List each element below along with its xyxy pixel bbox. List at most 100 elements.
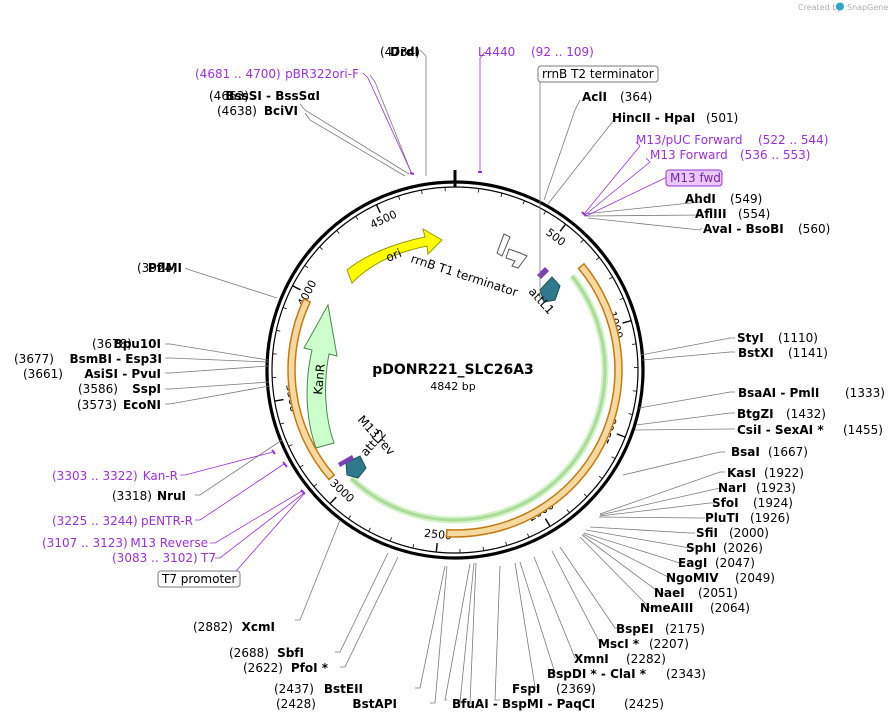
minor-tick [522, 200, 525, 205]
minor-tick [313, 483, 318, 487]
kanr-primer-mark [271, 449, 276, 455]
minor-tick [368, 527, 371, 532]
minor-tick [389, 537, 392, 542]
enzyme-position: (1110) [778, 331, 818, 345]
minor-tick [580, 239, 584, 243]
minor-tick [288, 444, 293, 447]
m13-rev-feature[interactable] [338, 455, 354, 467]
enzyme-position: (2049) [735, 571, 775, 585]
kanr-label: KanR [311, 363, 328, 395]
primer-range: (92 .. 109) [531, 45, 594, 59]
rrnb-t1-label: rrnB T1 terminator [409, 252, 520, 300]
enzyme-label: NruI [157, 489, 186, 503]
minor-tick [319, 246, 323, 250]
enzyme-label: AsiSI - PvuI [84, 367, 161, 381]
minor-tick [505, 541, 508, 546]
enzyme-position: (4663) [209, 89, 249, 103]
rrnb-t1-terminator-feature[interactable] [505, 248, 528, 269]
enzyme-position: (4638) [217, 104, 257, 118]
t7-promoter-box[interactable] [157, 570, 241, 588]
enzyme-position: (1923) [756, 481, 796, 495]
enzyme-label: NgoMIV [666, 571, 719, 585]
minor-tick [543, 210, 547, 215]
rrnb-t2-box[interactable] [537, 65, 659, 83]
primer-label: Kan-R [143, 469, 178, 483]
minor-tick [595, 257, 600, 261]
enzyme-position: (1922) [764, 466, 804, 480]
enzyme-label: StyI [737, 331, 764, 345]
enzyme-label: PfoI * [291, 661, 329, 675]
enzyme-label: AclI [582, 90, 607, 104]
enzyme-position: (2064) [710, 601, 750, 615]
enzyme-position: (3678) [92, 337, 132, 351]
tick-4000 [292, 285, 301, 291]
enzyme-label: BciVI [264, 104, 298, 118]
attl2-feature[interactable] [345, 455, 367, 479]
enzyme-label: BspEI [616, 622, 654, 636]
enzyme-position: (2051) [698, 586, 738, 600]
plasmid-name: pDONR221_SLC26A3 [372, 362, 534, 378]
minor-tick [299, 464, 304, 468]
t7-promoter-label: T7 promoter [161, 572, 237, 586]
enzyme-position: (549) [730, 192, 762, 206]
primer-range: (3303 .. 3322) [52, 469, 138, 483]
attl1-primer-mark [537, 267, 549, 279]
enzyme-label: SfiI [696, 526, 718, 540]
primer-range: (3083 .. 3102) [112, 551, 198, 565]
enzyme-position: (2000) [729, 526, 769, 540]
enzyme-position: (364) [620, 90, 652, 104]
enzyme-label: SspI [132, 382, 161, 396]
minor-tick [477, 188, 480, 193]
m13-fwd-box[interactable] [665, 169, 723, 187]
minor-tick [280, 422, 285, 425]
minor-tick [421, 190, 423, 195]
enzyme-label: AvaI - BsoBI [703, 222, 784, 236]
enzyme-position: (3318) [112, 489, 152, 503]
minor-tick [348, 515, 352, 520]
primer-range: (3225 .. 3244) [52, 514, 138, 528]
enzyme-label: XmnI [574, 652, 609, 666]
enzyme-position: (3924) [137, 261, 177, 275]
tick-label-4500: 4500 [368, 208, 399, 232]
enzyme-position: (2622) [243, 661, 283, 675]
rrnb-t2-terminator-feature[interactable] [496, 233, 511, 257]
enzyme-position: (2343) [666, 667, 706, 681]
enzyme-label: BspDI * - ClaI * [547, 667, 647, 681]
enzyme-position: (1455) [843, 423, 883, 437]
tick-label-2500: 2500 [423, 527, 452, 543]
enzyme-label: DrdI [390, 45, 419, 59]
rrnb-t2-label: rrnB T2 terminator [542, 67, 654, 81]
tick-label-500: 500 [543, 226, 568, 249]
primer-range: (3107 .. 3123) [42, 536, 128, 550]
snapgene-logo-icon [836, 2, 844, 11]
enzyme-label: BstAPI [352, 697, 397, 711]
enzyme-position: (554) [738, 207, 770, 221]
minor-tick [628, 413, 633, 415]
tick-3500 [274, 398, 284, 402]
minor-tick [527, 533, 530, 538]
orf-arc-right[interactable] [445, 262, 623, 538]
tick-2000 [544, 518, 551, 527]
tick-3000 [329, 496, 337, 505]
primer-label: L4440 [478, 45, 515, 59]
enzyme-position: (3586) [78, 382, 118, 396]
enzyme-label: BstEII [324, 682, 363, 696]
enzyme-position: (2047) [715, 556, 755, 570]
ori-label: ori [384, 246, 404, 265]
enzyme-position: (1432) [786, 407, 826, 421]
primer-range: (536 .. 553) [740, 148, 810, 162]
enzyme-position: (2425) [624, 697, 664, 711]
minor-tick [611, 456, 616, 459]
tick-1000 [622, 319, 632, 324]
ori-feature[interactable] [346, 227, 443, 284]
kanr-feature[interactable] [303, 303, 338, 449]
minor-tick [282, 307, 287, 310]
enzyme-label: BfuAI - BspMI - PaqCI [452, 697, 595, 711]
attl1-feature[interactable] [539, 276, 561, 303]
enzyme-label: NmeAIII [640, 601, 693, 615]
enzyme-position: (2688) [229, 646, 269, 660]
slc26a3-orf-arc[interactable] [350, 275, 607, 522]
orf-arc-left[interactable] [287, 297, 336, 481]
